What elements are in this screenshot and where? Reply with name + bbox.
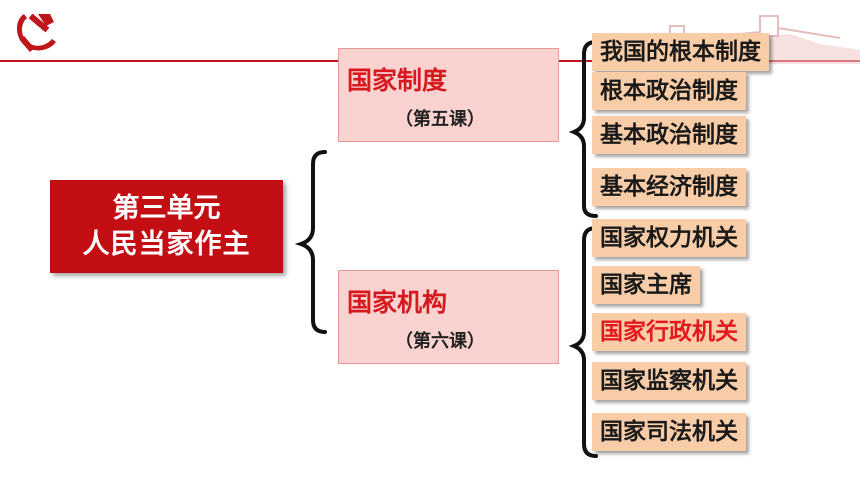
category2-brace — [568, 226, 598, 458]
category-subtitle: （第五课） — [395, 109, 485, 130]
category1-brace — [568, 40, 598, 218]
list-item: 根本政治制度 — [592, 72, 746, 110]
list-item: 基本政治制度 — [592, 116, 746, 154]
list-item: 国家主席 — [592, 266, 700, 304]
list-item: 国家权力机关 — [592, 219, 746, 257]
category-box-institutions: 国家机构 （第六课） — [338, 270, 559, 364]
list-item: 国家监察机关 — [592, 362, 746, 400]
main-brace — [294, 150, 327, 334]
unit-title-box: 第三单元 人民当家作主 — [50, 180, 283, 273]
category-title: 国家机构 — [347, 288, 448, 317]
category-box-system: 国家制度 （第五课） — [338, 48, 559, 142]
list-item: 我国的根本制度 — [592, 33, 769, 71]
party-emblem-icon — [10, 6, 62, 58]
unit-title-line1: 第三单元 — [112, 192, 221, 224]
category-title: 国家制度 — [347, 66, 448, 95]
list-item: 基本经济制度 — [592, 168, 746, 206]
list-item: 国家司法机关 — [592, 413, 746, 451]
category-subtitle: （第六课） — [395, 331, 485, 352]
list-item-highlighted: 国家行政机关 — [592, 313, 746, 351]
unit-title-line2: 人民当家作主 — [82, 228, 251, 260]
